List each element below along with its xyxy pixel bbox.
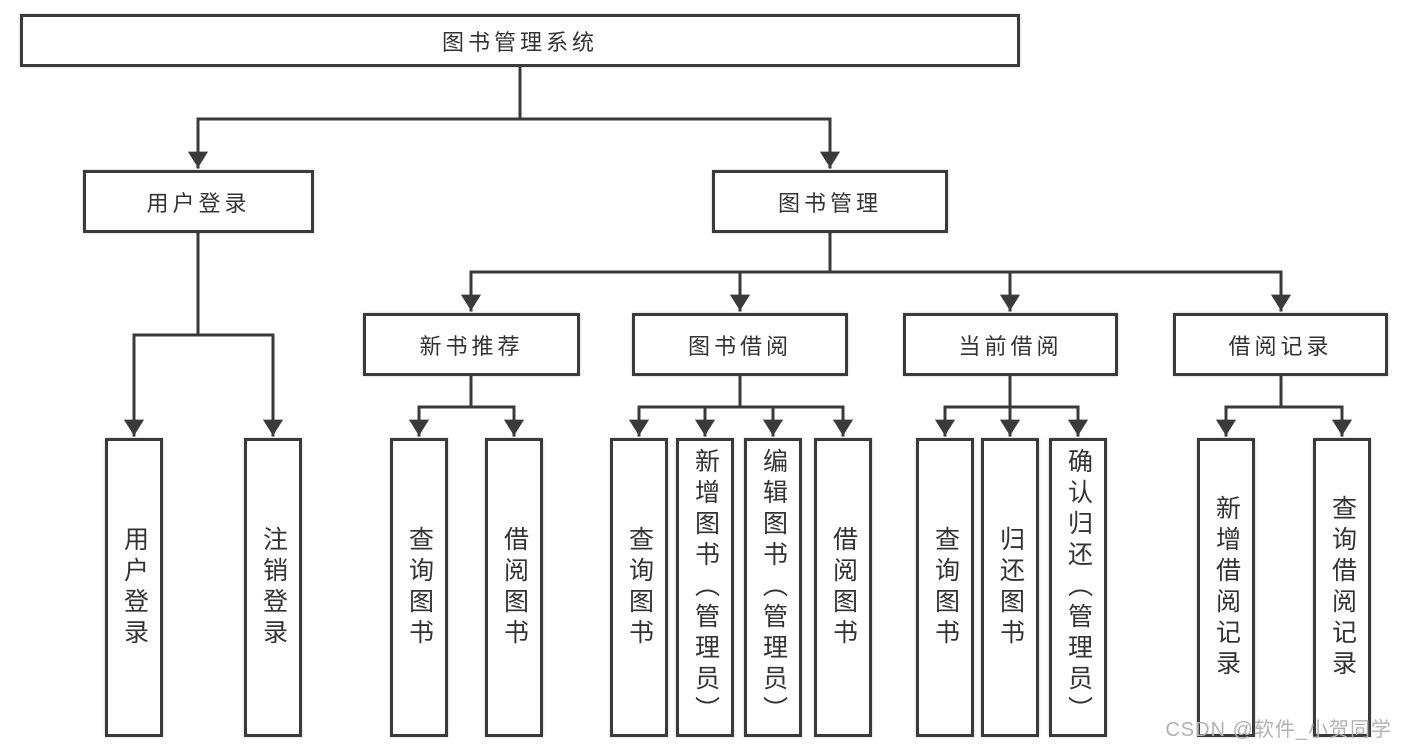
node-current-borrow: 当前借阅	[903, 313, 1118, 376]
edge-new-book-recommend	[408, 374, 525, 437]
edge-user-login	[123, 231, 284, 437]
edge-book-management	[460, 231, 1292, 312]
edge-root	[187, 65, 841, 169]
edge-book-borrow	[628, 374, 854, 437]
leaf-current-confirm-return-admin: 确认归还（管理员）	[1049, 438, 1107, 737]
leaf-user-login: 用户登录	[105, 438, 163, 737]
edge-borrow-records	[1215, 374, 1353, 437]
leaf-borrow-query-book: 查询图书	[610, 438, 668, 737]
node-book-management: 图书管理	[712, 170, 948, 233]
node-new-book-recommend: 新书推荐	[363, 313, 580, 376]
node-borrow-records: 借阅记录	[1173, 313, 1388, 376]
leaf-borrow-add-book-admin: 新增图书（管理员）	[676, 438, 734, 737]
leaf-recommend-query-book: 查询图书	[390, 438, 448, 737]
leaf-borrow-borrow-book: 借阅图书	[814, 438, 872, 737]
node-user-login: 用户登录	[83, 170, 314, 233]
leaf-borrow-edit-book-admin: 编辑图书（管理员）	[744, 438, 802, 737]
leaf-logout: 注销登录	[244, 438, 302, 737]
leaf-records-query-borrow-record: 查询借阅记录	[1313, 438, 1371, 737]
leaf-current-return-book: 归还图书	[981, 438, 1039, 737]
node-book-borrow: 图书借阅	[632, 313, 848, 376]
edge-current-borrow	[934, 374, 1089, 437]
watermark: CSDN @软件_小贺同学	[1165, 719, 1392, 741]
leaf-current-query-book: 查询图书	[916, 438, 974, 737]
leaf-records-add-borrow-record: 新增借阅记录	[1197, 438, 1255, 737]
node-library-system: 图书管理系统	[20, 14, 1020, 67]
leaf-recommend-borrow-book: 借阅图书	[485, 438, 543, 737]
